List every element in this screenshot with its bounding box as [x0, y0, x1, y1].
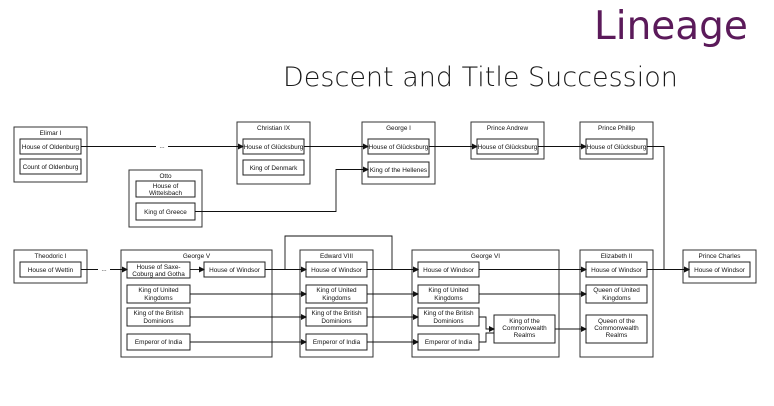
edward8-windsor-box: House of Windsor	[305, 261, 368, 278]
andrew-name: Prince Andrew	[487, 125, 529, 132]
theodoric-name: Theodoric I	[35, 253, 67, 260]
svg-text:King of Denmark: King of Denmark	[250, 165, 298, 172]
george6-india-box: Emperor of India	[417, 333, 480, 351]
connector-lines	[81, 143, 690, 345]
george5-uk-box: King of United Kingdoms	[126, 284, 191, 304]
george1-name: George I	[386, 125, 411, 132]
christian-house-box: House of Glücksburg	[242, 138, 305, 155]
otto-name: Otto	[159, 173, 172, 180]
elizabeth-windsor-box: House of Windsor	[585, 261, 648, 278]
svg-text:Dominions: Dominions	[321, 318, 351, 325]
edward8-dominions-box: King of the British Dominions	[305, 307, 368, 327]
edward8-india-box: Emperor of India	[305, 333, 368, 351]
svg-text:Kingdoms: Kingdoms	[434, 295, 462, 302]
slide-subtitle: Descent and Title Succession	[283, 62, 678, 93]
svg-text:Kingdoms: Kingdoms	[322, 295, 350, 302]
george5-windsor-box: House of Windsor	[203, 261, 266, 278]
george1-house-box: House of Glücksburg	[367, 138, 430, 155]
svg-text:Dominions: Dominions	[433, 318, 463, 325]
theodoric-house-box: House of Wettin	[19, 261, 82, 278]
svg-text:King of Greece: King of Greece	[144, 209, 187, 216]
svg-text:King of United: King of United	[316, 287, 357, 294]
svg-text:House of Windsor: House of Windsor	[423, 267, 475, 274]
elizabeth-commonwealth-box: Queen of the Commonwealth Realms	[585, 314, 648, 344]
svg-text:House of Glücksburg: House of Glücksburg	[478, 144, 538, 151]
elimar-title-box: Count of Oldenburg	[19, 158, 82, 175]
george1-title-box: King of the Hellenes	[367, 161, 430, 178]
svg-text:Commonwealth: Commonwealth	[502, 325, 547, 332]
george5-dominions-box: King of the British Dominions	[126, 307, 191, 327]
svg-text:Emperor of India: Emperor of India	[313, 339, 361, 346]
svg-text:Count of Oldenburg: Count of Oldenburg	[23, 164, 79, 171]
svg-text:Wittelsbach: Wittelsbach	[149, 190, 182, 197]
elimar-house-box: House of Oldenburg	[19, 138, 82, 155]
svg-text:House of Windsor: House of Windsor	[311, 267, 363, 274]
oldenburg-ellipsis: ...	[159, 143, 165, 150]
elimar-name: Elimar I	[40, 130, 62, 137]
george6-windsor-box: House of Windsor	[417, 261, 480, 278]
george5-india-box: Emperor of India	[126, 333, 191, 351]
otto-title-box: King of Greece	[135, 202, 196, 221]
svg-text:House of Glücksburg: House of Glücksburg	[369, 144, 429, 151]
edward8-uk-box: King of United Kingdoms	[305, 284, 368, 304]
george5-saxe-box: House of Saxe- Coburg and Gotha	[126, 261, 191, 279]
svg-text:Commonwealth: Commonwealth	[594, 325, 639, 332]
otto-house-box: House of Wittelsbach	[135, 180, 196, 198]
svg-text:Dominions: Dominions	[143, 318, 173, 325]
edward8-name: Edward VIII	[320, 253, 353, 260]
george5-name: George V	[183, 253, 211, 260]
svg-text:King of the British: King of the British	[311, 310, 362, 317]
svg-text:House of Oldenburg: House of Oldenburg	[22, 144, 80, 151]
svg-text:Queen of United: Queen of United	[593, 287, 640, 294]
svg-text:House of Glücksburg: House of Glücksburg	[587, 144, 647, 151]
svg-text:Realms: Realms	[514, 332, 536, 339]
svg-text:Kingdoms: Kingdoms	[144, 295, 172, 302]
svg-text:King of United: King of United	[138, 287, 179, 294]
svg-text:King of the: King of the	[509, 318, 540, 325]
svg-text:House of Windsor: House of Windsor	[694, 267, 746, 274]
george6-name: George VI	[471, 253, 500, 260]
charles-name: Prince Charles	[699, 253, 741, 260]
phillip-name: Prince Phillip	[598, 125, 635, 132]
svg-text:Queen of the: Queen of the	[598, 318, 635, 325]
svg-text:House of Windsor: House of Windsor	[591, 267, 643, 274]
elizabeth-uk-box: Queen of United Kingdoms	[585, 284, 648, 304]
george6-commonwealth-box: King of the Commonwealth Realms	[493, 314, 556, 344]
andrew-house-box: House of Glücksburg	[476, 138, 539, 155]
svg-text:House of Glücksburg: House of Glücksburg	[244, 144, 304, 151]
christian-title-box: King of Denmark	[242, 159, 305, 176]
svg-text:King of the British: King of the British	[133, 310, 184, 317]
phillip-house-box: House of Glücksburg	[585, 138, 648, 155]
svg-text:Emperor of India: Emperor of India	[135, 339, 183, 346]
wettin-ellipsis: ...	[101, 266, 107, 273]
svg-text:House of Windsor: House of Windsor	[209, 267, 261, 274]
svg-text:Realms: Realms	[606, 332, 628, 339]
svg-text:Emperor of India: Emperor of India	[425, 339, 473, 346]
charles-house-box: House of Windsor	[688, 261, 751, 278]
george6-dominions-box: King of the British Dominions	[417, 307, 480, 327]
christian-name: Christian IX	[257, 125, 291, 132]
svg-text:King of the British: King of the British	[423, 310, 474, 317]
svg-text:Coburg and Gotha: Coburg and Gotha	[132, 271, 185, 278]
svg-text:House of Saxe-: House of Saxe-	[136, 264, 180, 271]
svg-text:King of United: King of United	[428, 287, 469, 294]
svg-text:House of: House of	[153, 183, 179, 190]
svg-text:King of the Hellenes: King of the Hellenes	[370, 167, 427, 174]
george6-uk-box: King of United Kingdoms	[417, 284, 480, 304]
svg-text:Kingdoms: Kingdoms	[602, 295, 630, 302]
brand-title: Lineage	[594, 4, 748, 49]
svg-text:House of Wettin: House of Wettin	[28, 267, 74, 274]
elizabeth-name: Elizabeth II	[601, 253, 633, 260]
